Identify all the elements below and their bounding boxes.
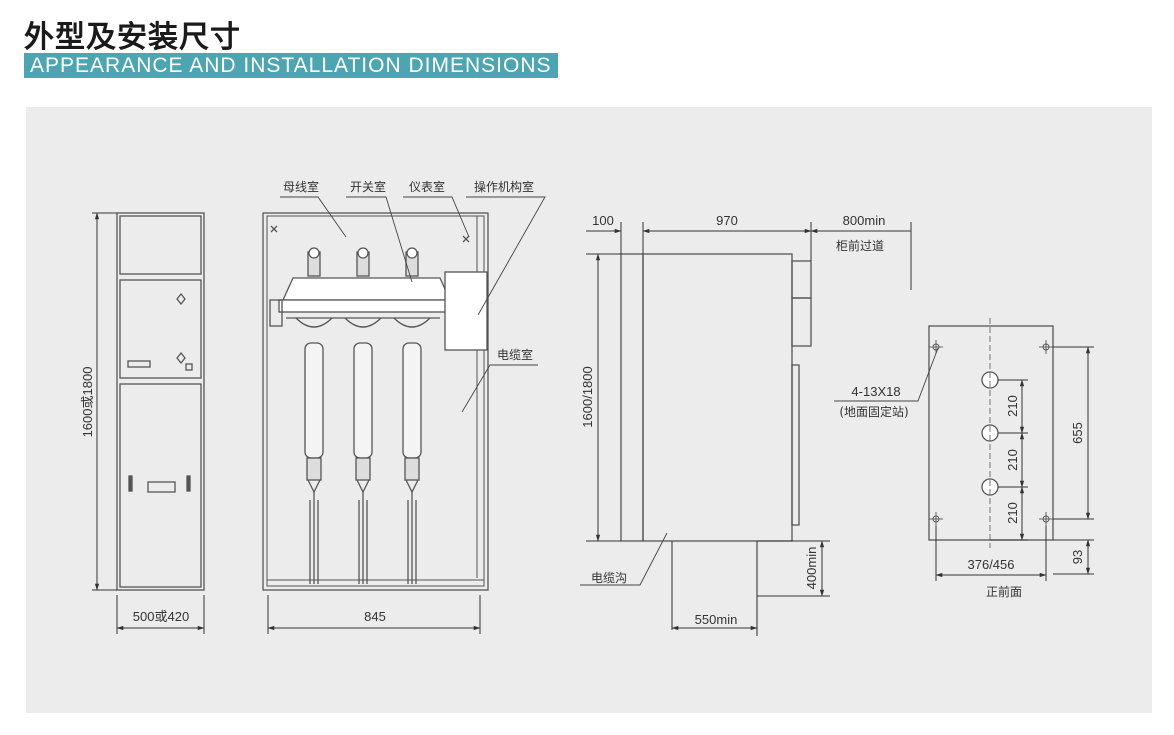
- cable-columns: [304, 342, 422, 584]
- dim-970: 970: [716, 213, 738, 228]
- dim-height-side: 1600/1800: [580, 366, 595, 427]
- front-nameplate: [127, 360, 151, 368]
- left-bracket: [269, 299, 283, 327]
- dim-800min: 800min: [843, 213, 886, 228]
- section-leaders: [280, 196, 546, 413]
- base-plan-dims: [935, 346, 1094, 581]
- label-instrument-room: 仪表室: [409, 179, 445, 194]
- dim-93: 93: [1070, 550, 1085, 564]
- dim-trench-width: 550min: [695, 612, 738, 627]
- label-switch-room: 开关室: [350, 179, 386, 194]
- mechanism-box: [444, 271, 488, 351]
- door-handle-right: [186, 475, 191, 492]
- door-handle-left: [128, 475, 133, 492]
- section-inner-outline: [266, 215, 485, 587]
- front-view: [116, 212, 205, 591]
- dim-pitch-2: 210: [1005, 449, 1020, 471]
- label-mechanism-room: 操作机构室: [474, 179, 534, 194]
- side-body: [642, 253, 793, 542]
- page-title: 外型及安装尺寸: [24, 20, 241, 55]
- switch-base: [278, 299, 447, 313]
- front-bottom-door: [119, 383, 202, 588]
- side-front-door: [620, 253, 644, 542]
- corner-mark-left: [270, 225, 278, 233]
- side-rear-lower: [791, 364, 800, 526]
- page-subtitle: APPEARANCE AND INSTALLATION DIMENSIONS: [24, 53, 558, 78]
- indicator-square: [185, 363, 193, 371]
- dim-pitch-3: 210: [1005, 502, 1020, 524]
- section-view: [262, 212, 489, 591]
- front-cabinet-outline: [116, 212, 205, 591]
- section-cabinet-outline: [262, 212, 489, 591]
- label-holes: 4-13X18: [851, 384, 900, 399]
- side-rear-mid: [791, 297, 812, 347]
- label-cable-room: 电缆室: [497, 347, 533, 362]
- label-holes-note: (地面固定站): [839, 404, 908, 419]
- dim-width-front: 500或420: [133, 609, 189, 624]
- base-plan: [928, 318, 1054, 548]
- top-insulators: [307, 247, 419, 277]
- diagram-panel: [26, 107, 1152, 713]
- indicator-diamonds: [176, 292, 186, 365]
- dim-height: 1600或1800: [80, 367, 95, 438]
- front-top-panel: [119, 215, 202, 275]
- dim-trench-depth: 400min: [804, 547, 819, 590]
- side-view: [620, 253, 812, 636]
- front-mid-panel: [119, 279, 202, 379]
- dim-100: 100: [592, 213, 614, 228]
- label-front-passage: 柜前过道: [836, 238, 884, 253]
- front-door-window: [147, 481, 176, 493]
- side-rear-upper: [791, 260, 812, 299]
- front-view-dims: [92, 212, 205, 634]
- label-cable-trench: 电缆沟: [591, 571, 627, 585]
- corner-mark-right: [462, 235, 470, 243]
- dim-655: 655: [1070, 422, 1085, 444]
- dim-depth: 845: [364, 609, 386, 624]
- label-busbar-room: 母线室: [283, 179, 319, 194]
- busbar-housing: [281, 277, 452, 301]
- label-front-face: 正前面: [986, 584, 1022, 599]
- side-view-dims: [586, 222, 912, 631]
- dim-base-width: 376/456: [968, 557, 1015, 572]
- dim-pitch-1: 210: [1005, 395, 1020, 417]
- contact-heads: [295, 317, 431, 328]
